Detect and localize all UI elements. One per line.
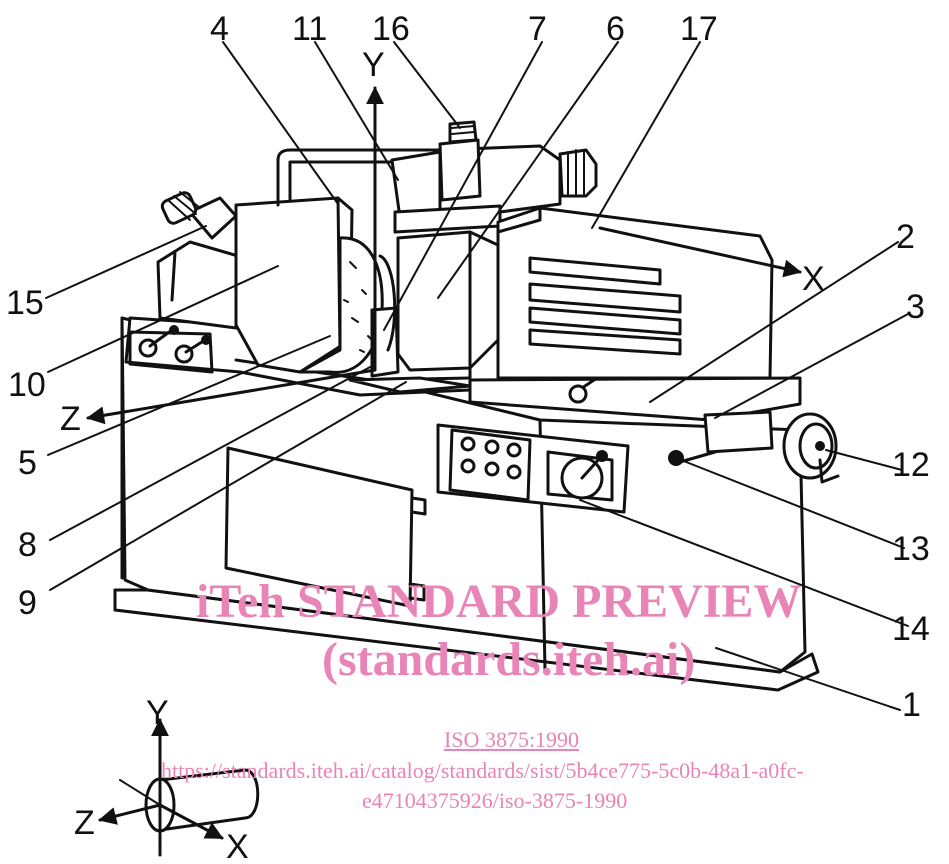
inset-z-label: Z [74,804,95,842]
left-adjust-knob [160,191,238,240]
cabinet-door [224,446,427,608]
control-panel [436,423,630,514]
standard-reference-link[interactable]: ISO 3875:1990 [444,727,580,752]
axis-letters: Y X Z Y Z X [60,46,825,864]
catalog-url-line-2[interactable]: e47104375926/iso-3875-1990 [362,788,628,813]
callout-10: 10 [8,366,46,404]
axis-x-label: X [802,260,825,298]
handwheel [668,410,840,484]
catalog-url-line-1[interactable]: https://standards.iteh.ai/catalog/standa… [161,758,804,783]
callout-11: 11 [292,10,327,48]
callout-3: 3 [906,288,925,326]
inset-axes-sketch [98,718,260,857]
motor-housing [496,206,774,380]
leader-lines [45,41,909,711]
callout-4: 4 [210,10,229,48]
callout-12: 12 [892,446,930,484]
callout-5: 5 [18,444,37,482]
regulating-wheel-head [378,230,502,372]
inset-x-label: X [226,828,249,864]
watermark-site: (standards.iteh.ai) [322,633,696,686]
wheel-guard [234,196,354,374]
axis-y-label: Y [362,46,385,84]
inset-y-label: Y [146,694,169,732]
top-bridge [276,120,598,234]
machine-axes [86,86,802,425]
callout-17: 17 [680,10,718,48]
watermark-title: iTeh STANDARD PREVIEW [196,575,802,628]
callout-16: 16 [372,10,410,48]
axis-z-label: Z [60,400,81,438]
tool-rest [348,306,472,394]
callout-8: 8 [18,526,37,564]
callout-9: 9 [18,584,37,622]
callout-13: 13 [892,530,930,568]
callout-1: 1 [902,686,921,724]
callout-15: 15 [6,284,44,322]
callout-7: 7 [528,10,547,48]
callout-6: 6 [606,10,625,48]
callout-14: 14 [892,610,930,648]
callout-labels: 4 11 16 7 6 17 2 3 12 13 14 1 15 10 5 8 … [6,10,930,724]
callout-2: 2 [896,218,915,256]
